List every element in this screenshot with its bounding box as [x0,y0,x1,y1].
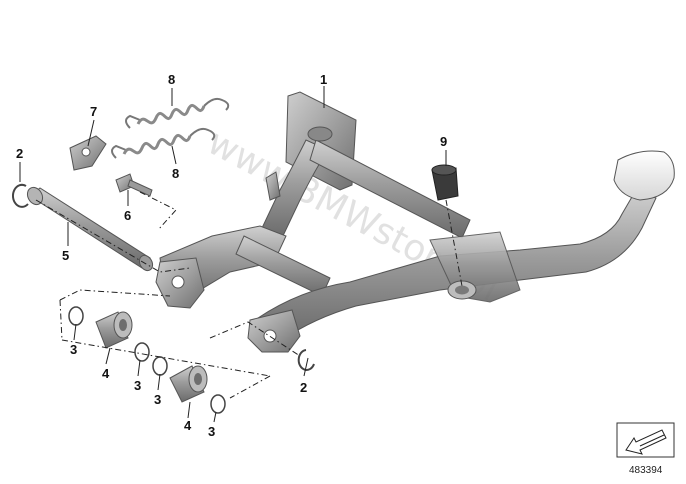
rubber-buffer [431,164,459,201]
spring-lower [111,127,216,159]
callout-2-lower: 2 [300,380,307,395]
callouts: 1 2 2 3 3 3 3 4 4 5 6 7 8 8 9 [16,72,447,439]
callout-7: 7 [90,104,97,119]
washer-4 [210,394,226,414]
callout-9: 9 [440,134,447,149]
arrow-icon [625,429,667,455]
washer-3 [152,356,168,376]
callout-8-upper: 8 [168,72,175,87]
callout-4-a: 4 [102,366,110,381]
circlip-lower [297,349,315,371]
washer-2 [134,342,150,362]
callout-5: 5 [62,248,69,263]
center-stand-frame [155,91,657,353]
callout-4-b: 4 [184,418,192,433]
leader-lines [19,86,447,423]
washer-1 [68,306,84,326]
bush-1 [95,311,133,349]
callout-6: 6 [124,208,131,223]
reference-number: 483394 [629,465,663,476]
callout-8-lower: 8 [172,166,179,181]
callout-2-upper: 2 [16,146,23,161]
pivot-shaft [26,186,154,272]
bolt [115,173,153,197]
assembly-lines [35,191,463,399]
foot-pad [613,150,675,201]
bush-2 [169,365,208,403]
spring-upper [125,97,230,129]
callout-1: 1 [320,72,327,87]
reference-box: 483394 [616,422,675,476]
callout-3-b: 3 [134,378,141,393]
spring-bracket [69,135,107,171]
callout-3-a: 3 [70,342,77,357]
callout-3-c: 3 [154,392,161,407]
callout-3-d: 3 [208,424,215,439]
circlip-upper [12,183,29,208]
